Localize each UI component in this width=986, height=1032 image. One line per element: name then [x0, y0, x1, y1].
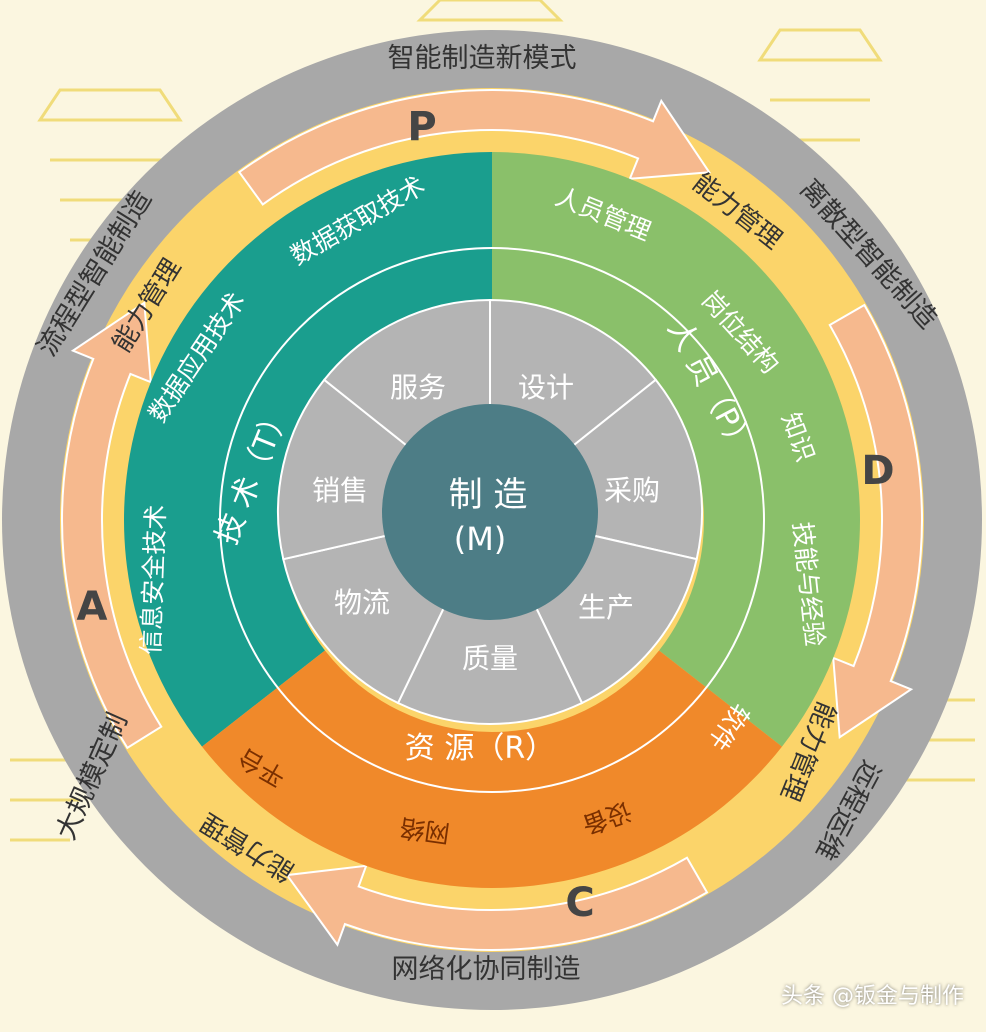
segment-label-logistics: 物流: [334, 586, 390, 619]
resource-item-network: 网络: [398, 813, 452, 849]
arrow-letter-a: A: [77, 584, 108, 630]
outer-label-network-collab: 网络化协同制造: [392, 954, 581, 985]
segment-label-service: 服务: [390, 371, 446, 404]
arrow-d: [828, 303, 923, 740]
arrow-letter-p: P: [407, 104, 436, 150]
inner-segments: [277, 298, 703, 725]
segment-label-quality: 质量: [462, 642, 518, 675]
center-title: 制 造: [449, 475, 528, 515]
resource-title: 资 源（R）: [405, 731, 555, 766]
arrow-p: [237, 89, 712, 206]
segment-label-sales: 销售: [312, 474, 368, 507]
people-sector: [492, 152, 860, 747]
outer-label-new-mode: 智能制造新模式: [388, 43, 577, 74]
middle-divider-ring: [219, 247, 765, 793]
arrow-letter-c: C: [565, 880, 594, 926]
pdca-arrows: [61, 89, 923, 951]
arrow-a: [61, 300, 163, 750]
background-sketch: [10, 0, 975, 842]
tech-sector: [123, 152, 492, 747]
watermark: 头条 @钣金与制作: [781, 984, 964, 1009]
tech-item-info-security: 信息安全技术: [136, 504, 170, 655]
segment-label-design: 设计: [518, 371, 574, 404]
segment-label-production: 生产: [578, 591, 634, 624]
center-circle: [382, 404, 598, 620]
segment-label-purchase: 采购: [604, 474, 660, 507]
center-subtitle: (M): [454, 520, 507, 558]
arrow-letter-d: D: [861, 448, 894, 494]
arrow-c: [285, 856, 709, 951]
resource-sector: [202, 650, 782, 888]
